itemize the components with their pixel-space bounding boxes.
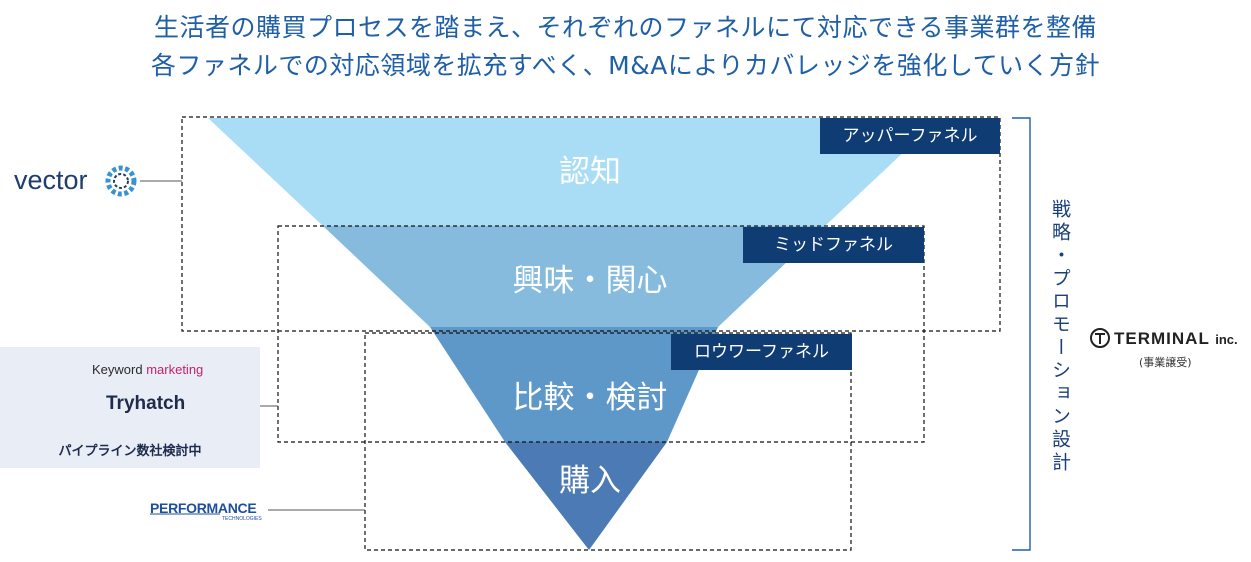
- upper-funnel-tag: アッパーファネル: [820, 118, 1000, 154]
- upper-funnel-box: [181, 116, 1001, 332]
- lower-funnel-tag: ロウワーファネル: [671, 334, 852, 370]
- stage-label-purchase: 購入: [559, 463, 621, 499]
- headline-line-2: 各ファネルでの対応領域を拡充すべく、M&Aによりカバレッジを強化していく方針: [150, 51, 1101, 80]
- terminal-name: TERMINAL: [1114, 329, 1210, 348]
- keyword-text: Keyword: [92, 362, 143, 377]
- headline-line-1: 生活者の購買プロセスを踏まえ、それぞれのファネルにて対応できる事業群を整備: [153, 13, 1097, 42]
- lower-funnel-box: [364, 332, 852, 551]
- terminal-inc: inc.: [1215, 332, 1238, 347]
- stage-label-awareness: 認知: [559, 154, 621, 190]
- strategy-label: 戦略・プロモーション設計: [1049, 199, 1071, 475]
- funnel-band-awareness: [208, 118, 940, 226]
- stage-label-interest: 興味・関心: [512, 263, 668, 299]
- pipeline-note: パイプライン数社検討中: [58, 444, 202, 459]
- terminal-note: (事業譲受): [1139, 356, 1192, 369]
- performance-logo-subtext: TECHNOLOGIES: [222, 516, 262, 522]
- strategy-bracket: [1012, 117, 1031, 551]
- performance-logo-text: PERFORMANCE: [150, 500, 257, 516]
- keyword-marketing-logo-text: Keyword marketing: [92, 362, 203, 377]
- stage-label-consideration: 比較・検討: [512, 380, 668, 416]
- funnel-band-interest: [323, 226, 825, 327]
- funnel-band-consideration: [430, 327, 718, 442]
- pipeline-panel: [0, 347, 260, 468]
- mid-funnel-box: [277, 225, 925, 443]
- marketing-text: marketing: [146, 362, 204, 377]
- vector-logo-text: vector: [14, 165, 88, 195]
- terminal-logo-text: TERMINAL inc.: [1114, 329, 1238, 349]
- vector-logo-mark: [105, 165, 137, 197]
- tryhatch-logo-text: Tryhatch: [106, 393, 186, 414]
- terminal-logo-mark: [1090, 328, 1110, 348]
- funnel-band-purchase: [505, 442, 667, 550]
- mid-funnel-tag: ミッドファネル: [743, 227, 924, 263]
